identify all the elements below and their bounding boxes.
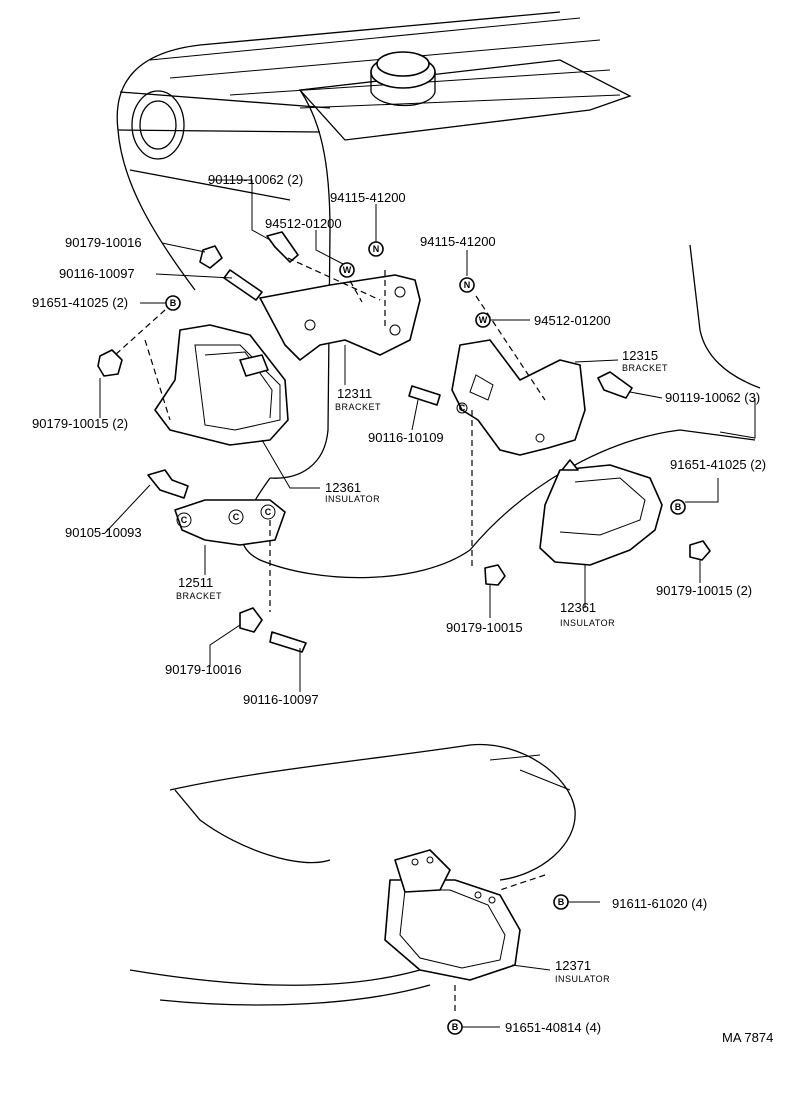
callout-90179-10016-top: 90179-10016 [65, 235, 142, 250]
callout-12311: 12311 [337, 386, 372, 401]
marker-w-2-label: W [479, 315, 488, 325]
markers: N W B N W B B B C C C C [165, 241, 686, 1035]
callout-12311-caption: BRACKET [335, 402, 381, 412]
callout-90116-10097-bottom: 90116-10097 [243, 692, 319, 707]
callout-90116-10097-top: 90116-10097 [59, 266, 135, 281]
callout-90179-10015-right: 90179-10015 (2) [656, 583, 752, 598]
marker-b-3 [553, 894, 569, 910]
callout-12371-caption: INSULATOR [555, 974, 610, 984]
rear-insulator-12371 [384, 849, 521, 981]
callout-12315-caption: BRACKET [622, 363, 668, 373]
callout-94115-41200-right: 94115-41200 [420, 234, 496, 249]
marker-n-1-label: N [373, 244, 380, 254]
callout-12371: 12371 [555, 958, 591, 973]
callout-90179-10015-center: 90179-10015 [446, 620, 523, 635]
marker-b-4 [447, 1019, 463, 1035]
marker-n-1 [368, 241, 384, 257]
callout-91651-41025-left: 91651-41025 (2) [32, 295, 128, 310]
callout-94512-01200-right: 94512-01200 [534, 313, 611, 328]
marker-b-2 [670, 499, 686, 515]
left-insulator-12361 [154, 324, 289, 446]
transmission-outline [129, 743, 576, 1006]
callout-90119-10062-left: 90119-10062 (2) [208, 172, 303, 187]
callout-12361-left: 12361 [325, 480, 361, 495]
callout-91651-41025-right: 91651-41025 (2) [670, 457, 766, 472]
marker-b-2-label: B [675, 502, 682, 512]
left-bracket-12311 [259, 274, 421, 361]
engine-block-outline [116, 11, 761, 579]
callout-90116-10109: 90116-10109 [368, 430, 444, 445]
callout-90179-10016-bottom: 90179-10016 [165, 662, 242, 677]
marker-c-2-label: C [233, 512, 240, 522]
marker-n-2 [459, 277, 475, 293]
callout-91611-61020: 91611-61020 (4) [612, 896, 707, 911]
leader-lines [99, 179, 756, 1028]
marker-n-2-label: N [464, 280, 471, 290]
callout-91651-40814: 91651-40814 (4) [505, 1020, 601, 1035]
marker-c-4-label: C [459, 403, 466, 413]
fasteners-right [408, 371, 711, 586]
callout-94115-41200-left: 94115-41200 [330, 190, 406, 205]
callout-94512-01200-left: 94512-01200 [265, 216, 342, 231]
callout-90105-10093: 90105-10093 [65, 525, 142, 540]
marker-c-1-label: C [181, 515, 188, 525]
marker-w-1 [339, 262, 355, 278]
callout-12361-left-caption: INSULATOR [325, 494, 380, 504]
marker-b-3-label: B [558, 897, 565, 907]
marker-b-1-label: B [170, 298, 177, 308]
dashed-alignment-lines [114, 257, 546, 1015]
callout-12361-right: 12361 [560, 600, 596, 615]
callout-90179-10015-left: 90179-10015 (2) [32, 416, 128, 431]
callout-12511: 12511 [178, 575, 213, 590]
callout-labels: 90119-10062 (2) 94115-41200 94512-01200 … [32, 172, 773, 1045]
marker-w-1-label: W [343, 265, 352, 275]
marker-b-4-label: B [452, 1022, 459, 1032]
callout-12315: 12315 [622, 348, 658, 363]
lower-bracket-12511 [174, 499, 286, 546]
callout-12361-right-caption: INSULATOR [560, 618, 615, 628]
right-bracket-12315 [451, 339, 586, 456]
marker-b-1 [165, 295, 181, 311]
marker-w-2 [475, 312, 491, 328]
callout-90119-10062-right: 90119-10062 (3) [665, 390, 760, 405]
fasteners-left [97, 231, 307, 653]
figure-code: MA 7874 [722, 1030, 773, 1045]
marker-c-3-label: C [265, 507, 272, 517]
right-insulator-12361 [539, 459, 663, 566]
callout-12511-caption: BRACKET [176, 591, 222, 601]
